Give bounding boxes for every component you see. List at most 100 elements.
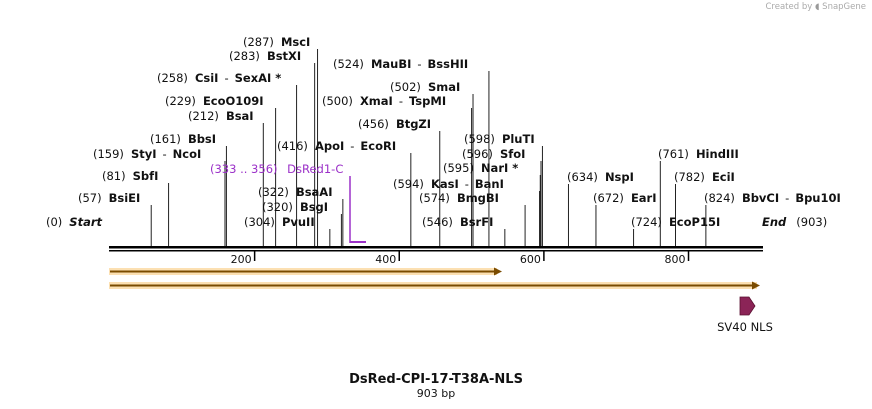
- primer-dsred1-c[interactable]: [349, 176, 366, 243]
- backbone: [109, 246, 763, 252]
- site-position: (283): [229, 49, 260, 63]
- site-label[interactable]: (258)CsiI-SexAI *: [157, 71, 281, 85]
- site-position: (161): [150, 132, 181, 146]
- site-name: Start: [69, 215, 102, 229]
- site-label[interactable]: (0)Start: [46, 215, 103, 229]
- site-position: (672): [593, 191, 624, 205]
- site-label[interactable]: (287)MscI: [243, 35, 310, 49]
- site-position: (596): [462, 147, 493, 161]
- feature-sv40-nls[interactable]: SV40 NLS: [717, 296, 773, 334]
- site-position: (634): [567, 170, 598, 184]
- site-label[interactable]: (596) SfoI: [462, 147, 525, 161]
- site-label[interactable]: (824) BbvCI-Bpu10I: [704, 191, 841, 205]
- site-position: (416): [277, 139, 308, 153]
- site-label[interactable]: (161) BbsI: [150, 132, 216, 146]
- site-position: (546): [422, 215, 453, 229]
- site-label[interactable]: (304)PvuII: [244, 215, 315, 229]
- snapgene-logo: ◖: [814, 2, 820, 12]
- ruler-tick-label: 800: [665, 253, 686, 266]
- site-label[interactable]: (594)KasI-BanI: [393, 177, 504, 191]
- site-name: BtgZI: [396, 117, 431, 131]
- backbone-top-line: [109, 246, 763, 249]
- site-separator: -: [399, 94, 403, 108]
- site-name: MscI: [281, 35, 310, 49]
- site-label[interactable]: (524)MauBI-BssHII: [333, 57, 468, 71]
- site-name: NarI *: [481, 161, 518, 175]
- site-name: BsrFI: [460, 215, 493, 229]
- site-label[interactable]: (598) PluTI: [464, 132, 535, 146]
- site-position: (595): [443, 161, 474, 175]
- site-label[interactable]: (500)XmaI-TspMI: [322, 94, 446, 108]
- site-name: BbsI: [188, 132, 216, 146]
- site-position: (782): [674, 170, 705, 184]
- primer-name: DsRed1-C: [287, 162, 343, 176]
- site-name: StyI: [131, 147, 157, 161]
- site-label[interactable]: (322)BsaAI: [258, 185, 333, 199]
- site-label[interactable]: (81)SbfI: [102, 169, 158, 183]
- site-labels: (0)Start(57)BsiEI(81)SbfI(159)StyI-NcoI(…: [46, 35, 841, 229]
- site-position: (598): [464, 132, 495, 146]
- site-name: BbvCI: [742, 191, 779, 205]
- site-label[interactable]: (634) NspI: [567, 170, 634, 184]
- site-label[interactable]: (502) SmaI: [390, 80, 460, 94]
- site-label[interactable]: (724)EcoP15I: [631, 215, 720, 229]
- site-label[interactable]: (456)BtgZI: [358, 117, 431, 131]
- site-name: End: [762, 215, 787, 229]
- site-label[interactable]: (416)ApoI-EcoRI: [277, 139, 396, 153]
- sv40-nls-shape: [739, 296, 756, 316]
- site-label[interactable]: (212)BsaI: [188, 109, 254, 123]
- site-label[interactable]: (320)BsgI: [262, 200, 328, 214]
- site-position: (258): [157, 71, 188, 85]
- site-name-2: SexAI *: [235, 71, 282, 85]
- site-position: (824): [704, 191, 735, 205]
- site-position: (502): [390, 80, 421, 94]
- site-separator: -: [785, 191, 789, 205]
- site-label[interactable]: (229)EcoO109I: [165, 94, 264, 108]
- site-position: (574): [419, 191, 450, 205]
- backbone-bottom-line: [109, 250, 763, 252]
- site-position: (159): [93, 147, 124, 161]
- orf-arrows: [109, 267, 760, 290]
- site-position: (81): [102, 169, 126, 183]
- site-position: (212): [188, 109, 219, 123]
- site-name: KasI: [431, 177, 459, 191]
- plasmid-title: DsRed-CPI-17-T38A-NLS: [349, 372, 523, 387]
- site-label[interactable]: (761) HindIII: [658, 147, 739, 161]
- site-name: SmaI: [428, 80, 460, 94]
- site-label[interactable]: (672) EarI: [593, 191, 657, 205]
- site-leader-lines: [150, 49, 707, 246]
- site-name: NspI: [605, 170, 634, 184]
- site-label[interactable]: (595) NarI *: [443, 161, 518, 175]
- site-name: EcoO109I: [203, 94, 264, 108]
- site-label[interactable]: (546) BsrFI: [422, 215, 493, 229]
- site-position: (304): [244, 215, 275, 229]
- orf-1-arrowhead: [494, 267, 502, 276]
- credit-brand: SnapGene: [822, 2, 866, 12]
- site-position: (500): [322, 94, 353, 108]
- site-position: (761): [658, 147, 689, 161]
- primer-range: (333 .. 356): [210, 162, 278, 176]
- ruler-tick-label: 600: [520, 253, 541, 266]
- site-position: (524): [333, 57, 364, 71]
- credit-prefix: Created by: [765, 2, 813, 12]
- site-label[interactable]: End(903): [762, 215, 827, 229]
- site-separator: -: [417, 57, 421, 71]
- site-name-2: Bpu10I: [795, 191, 840, 205]
- site-label[interactable]: (782)EciI: [674, 170, 735, 184]
- site-name: BmgBI: [457, 191, 499, 205]
- site-name: PluTI: [502, 132, 535, 146]
- site-name: EarI: [631, 191, 657, 205]
- site-label[interactable]: (574) BmgBI: [419, 191, 499, 205]
- site-position: (724): [631, 215, 662, 229]
- site-label[interactable]: (283)BstXI: [229, 49, 301, 63]
- site-name: BsgI: [300, 200, 328, 214]
- primer-label[interactable]: (333 .. 356) DsRed1-C: [210, 162, 343, 176]
- site-name: HindIII: [696, 147, 739, 161]
- site-name: SfoI: [500, 147, 525, 161]
- site-label[interactable]: (57)BsiEI: [78, 191, 140, 205]
- site-separator: -: [465, 177, 469, 191]
- site-label[interactable]: (159)StyI-NcoI: [93, 147, 201, 161]
- site-separator: -: [224, 71, 228, 85]
